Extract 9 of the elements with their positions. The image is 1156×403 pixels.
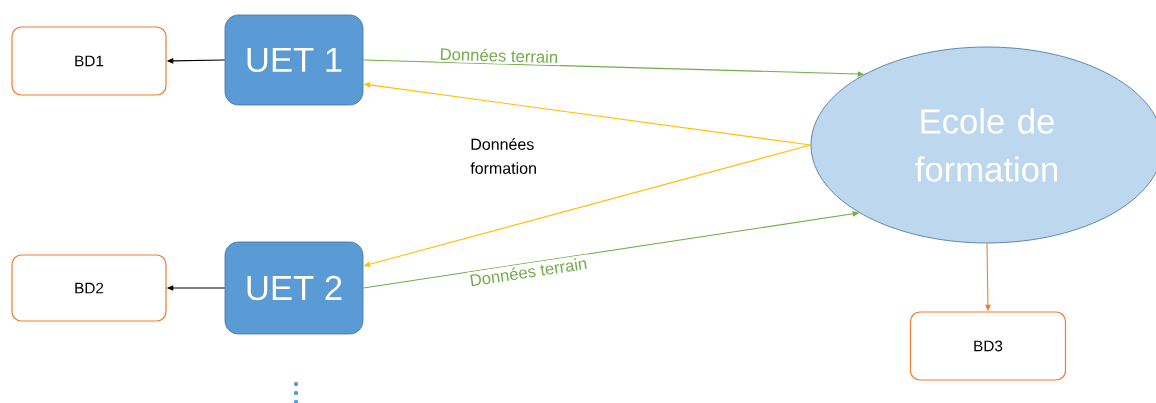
note-text: Données formation [470,138,536,174]
ellipse-node: Ecole de formation [810,46,1156,244]
rounded-box: BD2 [11,254,167,322]
edge-label: Données terrain [440,48,558,64]
process-box: UET 2 [224,241,364,335]
rounded-box: BD1 [11,26,167,96]
process-box: UET 1 [224,14,364,106]
edge-label: Données terrain [470,258,587,287]
rounded-box: BD3 [909,311,1067,381]
